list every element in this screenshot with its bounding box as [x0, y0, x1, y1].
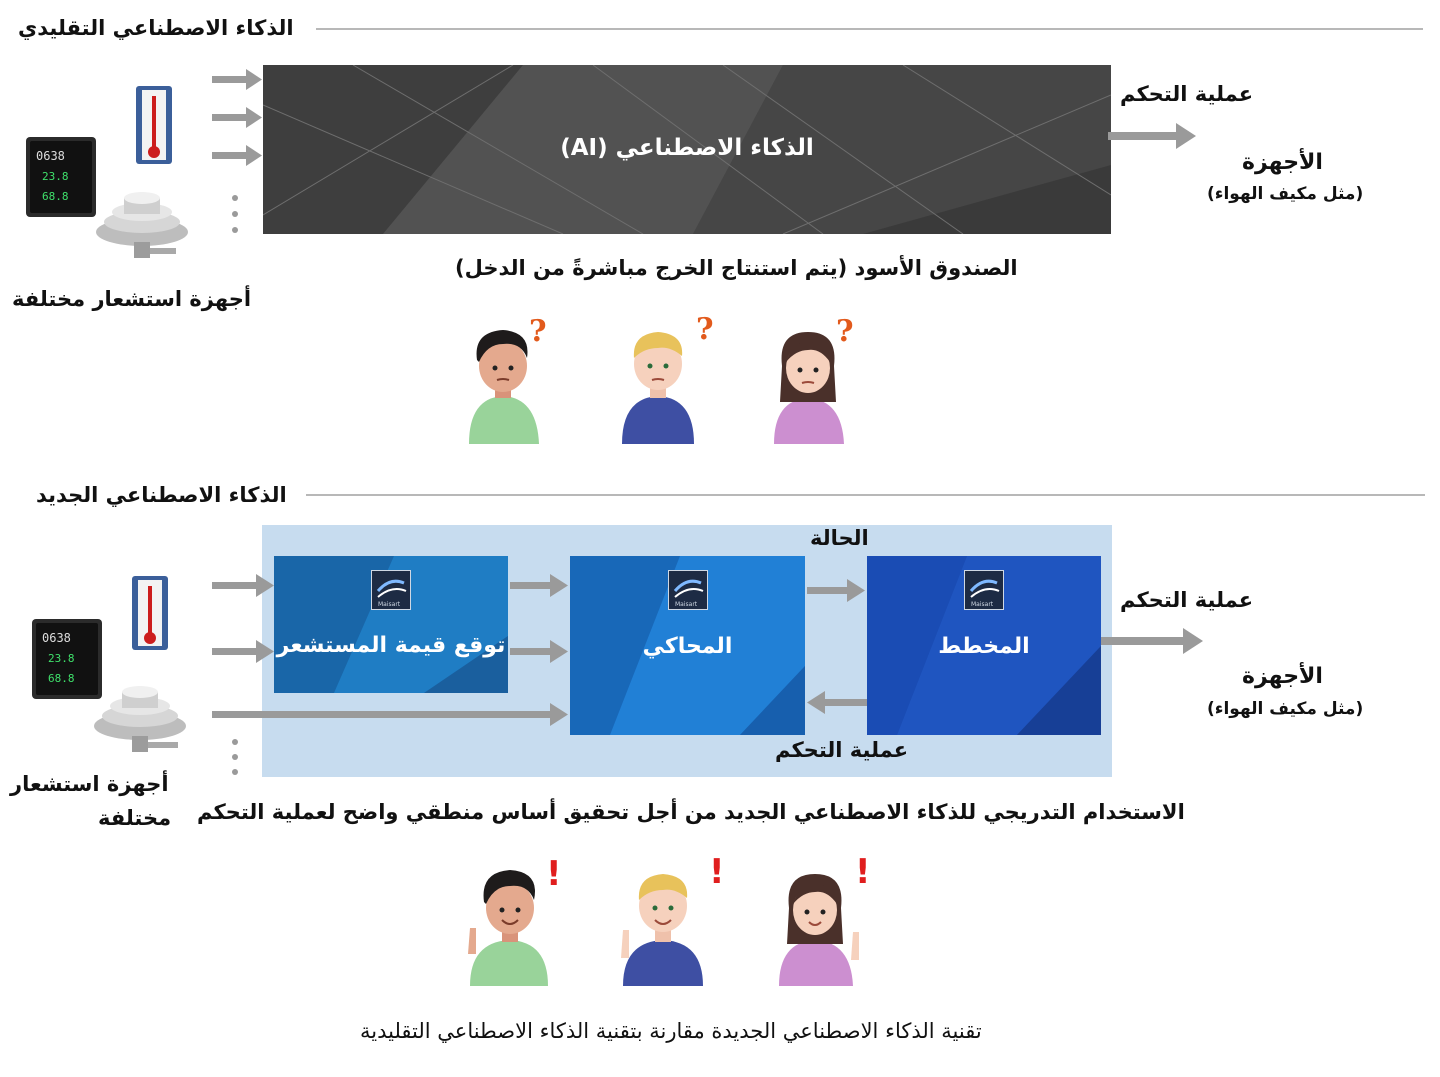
maisart-logo: Maisart: [668, 570, 708, 610]
module-pattern: [274, 556, 508, 693]
new-sensors-icon-group: 0638 23.8 68.8: [30, 574, 200, 764]
new-input-arrows: [212, 574, 568, 775]
person-curly-hair-pointing-icon: [468, 870, 548, 986]
person-blond-hair-icon: [622, 332, 694, 444]
traditional-output-arrow: [1108, 123, 1196, 149]
sensor-code-text: 0638: [42, 631, 71, 645]
maisart-swirl-icon: Maisart: [376, 579, 407, 608]
black-box-caption: الصندوق الأسود (يتم استنتاج الخرج مباشرة…: [455, 256, 1018, 280]
module-pattern: [570, 556, 805, 735]
figure-caption: تقنية الذكاء الاصطناعي الجديدة مقارنة بت…: [360, 1019, 982, 1043]
sensor-humidity-text: 68.8: [42, 190, 69, 203]
traditional-ai-title: الذكاء الاصطناعي التقليدي: [18, 16, 294, 40]
sensor-temp-text: 23.8: [48, 652, 75, 665]
traditional-devices-label: الأجهزة: [1242, 150, 1323, 175]
understanding-person-3: !: [775, 852, 875, 986]
state-and-control-arrows: [807, 579, 867, 714]
traditional-divider: [316, 28, 1423, 30]
confused-person-1: ?: [465, 314, 555, 444]
simulator-module: Maisart المحاكي: [570, 556, 805, 735]
state-label: الحالة: [810, 526, 869, 550]
new-ai-title: الذكاء الاصطناعي الجديد: [36, 483, 287, 507]
sensor-predictor-label: توقع قيمة المستشعر: [276, 633, 506, 658]
person-blond-hair-pointing-icon: [621, 874, 703, 986]
exclamation-mark-icon: !: [546, 854, 562, 894]
exclamation-mark-icon: !: [709, 852, 725, 892]
black-box-pattern: [263, 65, 1111, 234]
predictor-to-simulator-arrows: [510, 574, 568, 663]
new-devices-example: (مثل مكيف الهواء): [1207, 699, 1364, 719]
ai-box-label: الذكاء الاصطناعي (AI): [560, 135, 814, 161]
maisart-logo: Maisart: [964, 570, 1004, 610]
question-mark-icon: ?: [696, 312, 714, 347]
understanding-person-2: !: [617, 852, 725, 986]
new-devices-label: الأجهزة: [1242, 664, 1323, 689]
sensor-devices-icon: 0638 23.8 68.8: [32, 576, 186, 752]
confused-person-2: ?: [620, 312, 720, 444]
new-sensors-label-line1: أجهزة استشعار: [10, 772, 169, 796]
module-pattern: [867, 556, 1101, 735]
maisart-logo-text: Maisart: [378, 601, 401, 608]
traditional-input-arrows: [212, 69, 262, 233]
inner-control-label: عملية التحكم: [775, 738, 909, 762]
sensor-code-text: 0638: [36, 149, 65, 163]
sensor-predictor-module: Maisart توقع قيمة المستشعر: [274, 556, 508, 693]
planner-module: Maisart المخطط: [867, 556, 1101, 735]
sensor-devices-icon: 0638 23.8 68.8: [26, 86, 188, 258]
person-curly-hair-icon: [469, 330, 539, 444]
maisart-swirl-icon: Maisart: [969, 579, 1000, 608]
person-long-hair-pointing-icon: [779, 874, 859, 986]
new-sensors-label-line2: مختلفة: [98, 806, 172, 830]
maisart-logo: Maisart: [371, 570, 411, 610]
traditional-devices-example: (مثل مكيف الهواء): [1207, 184, 1364, 204]
confused-person-3: ?: [770, 314, 870, 444]
traditional-sensors-icon-group: 0638 23.8 68.8: [24, 82, 194, 272]
traditional-sensors-label: أجهزة استشعار مختلفة: [12, 287, 252, 311]
ai-black-box: الذكاء الاصطناعي (AI): [263, 65, 1111, 234]
maisart-swirl-icon: Maisart: [673, 579, 704, 608]
planner-label: المخطط: [938, 634, 1030, 659]
new-ai-caption: الاستخدام التدريجي للذكاء الاصطناعي الجد…: [197, 800, 1185, 824]
exclamation-mark-icon: !: [855, 852, 871, 892]
sensor-temp-text: 23.8: [42, 170, 69, 183]
question-mark-icon: ?: [529, 314, 547, 349]
new-output-arrow: [1101, 628, 1203, 654]
traditional-control-label: عملية التحكم: [1120, 82, 1254, 106]
question-mark-icon: ?: [836, 314, 854, 349]
simulator-label: المحاكي: [642, 634, 733, 659]
new-divider: [306, 494, 1425, 496]
maisart-logo-text: Maisart: [971, 601, 994, 608]
sensor-humidity-text: 68.8: [48, 672, 75, 685]
new-control-label: عملية التحكم: [1120, 588, 1254, 612]
person-long-hair-icon: [774, 332, 844, 444]
maisart-logo-text: Maisart: [675, 601, 698, 608]
understanding-person-1: !: [462, 854, 562, 986]
